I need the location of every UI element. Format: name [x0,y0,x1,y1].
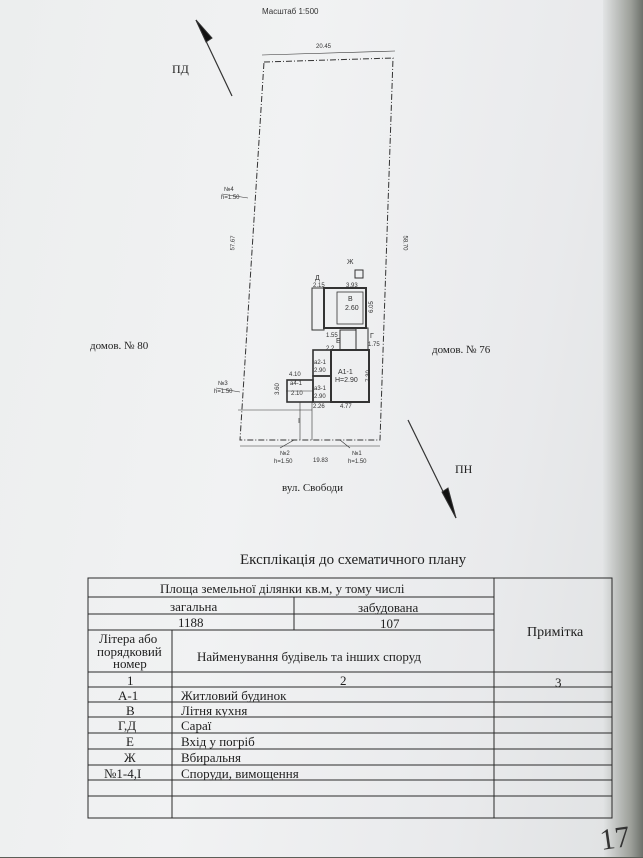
col-number-1: 1 [127,673,134,688]
name-header: Найменування будівель та інших споруд [197,649,421,664]
fence-4-number: №4 [224,187,234,193]
row-3-letter: Г,Д [118,718,137,733]
row-2-letter: В [126,703,135,718]
letter-header-1: Літера або [99,631,158,646]
plot-boundary [239,57,394,441]
dim-8: 4.10 [289,372,301,378]
neighbor-left: домов. № 80 [90,340,149,352]
label-a3: а3-1 [314,386,327,392]
fence-1-number: №1 [352,451,362,457]
label-d: Д [315,275,320,282]
row-3-name: Сараї [181,718,212,733]
label-v: В [348,296,353,303]
row-5-letter: Ж [124,750,136,765]
row-4-letter: Е [126,734,134,749]
row-5-name: Вбиральня [181,750,241,765]
dim-6: 2.2 [326,346,335,352]
row-1-name: Житловий будинок [181,688,287,703]
note-header: Примітка [527,625,584,640]
table-title: Експлікація до схематичного плану [240,552,467,568]
dim-1: 2.15 [313,283,325,289]
label-a1-height: H=2.90 [335,377,358,384]
dim-4: 1.55 [326,333,338,339]
dim-10: 2.26 [313,404,325,410]
fence-3-height: h=1.50 [214,389,233,395]
fence-2-height: h=1.50 [274,459,293,465]
col-number-2: 2 [340,673,347,688]
label-v-height: 2.60 [345,305,359,312]
fence-2-number: №2 [280,451,290,457]
dim-2: 3.93 [346,283,358,289]
fence-3-number: №3 [218,381,228,387]
label-a2-height: 2.90 [314,368,326,374]
col-number-3: 3 [555,675,562,690]
row-2-name: Літня кухня [181,703,248,718]
dim-11: 4.77 [340,404,352,410]
fence-4-height: h=1.50 [221,195,240,201]
total-label: загальна [170,599,218,614]
page-edge-shadow [603,0,643,857]
outbuilding-zh [354,269,364,279]
row-1-letter: А-1 [118,688,139,703]
row-6-letter: №1-4,І [104,766,142,781]
dim-top-width: 20.45 [316,44,332,50]
north-label: ПД [172,62,189,76]
label-a2: а2-1 [314,360,327,366]
plan-scale: Масштаб 1:500 [262,7,319,16]
fence-1-height: h=1.50 [348,459,367,465]
built-area-value: 107 [380,616,400,631]
south-label: ПН [455,462,473,476]
dim-bottom-width: 19.83 [313,458,329,464]
label-a3-height: 2.90 [314,394,326,400]
label-zh: Ж [347,259,354,266]
row-6-name: Споруди, вимощення [181,766,299,781]
label-e: Е [336,338,341,345]
label-a1: А1-1 [338,369,353,376]
label-a4: а4-1 [290,381,303,387]
letter-header-2: порядковий [97,644,162,659]
row-4-name: Вхід у погріб [181,734,255,749]
label-g: Г [370,333,374,340]
neighbor-right: домов. № 76 [432,344,491,356]
dim-5: 1.75 [368,342,380,348]
building-d [311,287,325,331]
label-yard: I [298,418,300,425]
page-number: 17 [597,820,633,857]
total-area-value: 1188 [178,615,204,630]
built-label: забудована [358,600,419,615]
letter-header-3: номер [113,656,147,671]
label-a4-height: 2.10 [291,391,303,397]
street-name: вул. Свободи [282,482,344,494]
area-header: Площа земельної ділянки кв.м, у тому чис… [160,581,405,596]
